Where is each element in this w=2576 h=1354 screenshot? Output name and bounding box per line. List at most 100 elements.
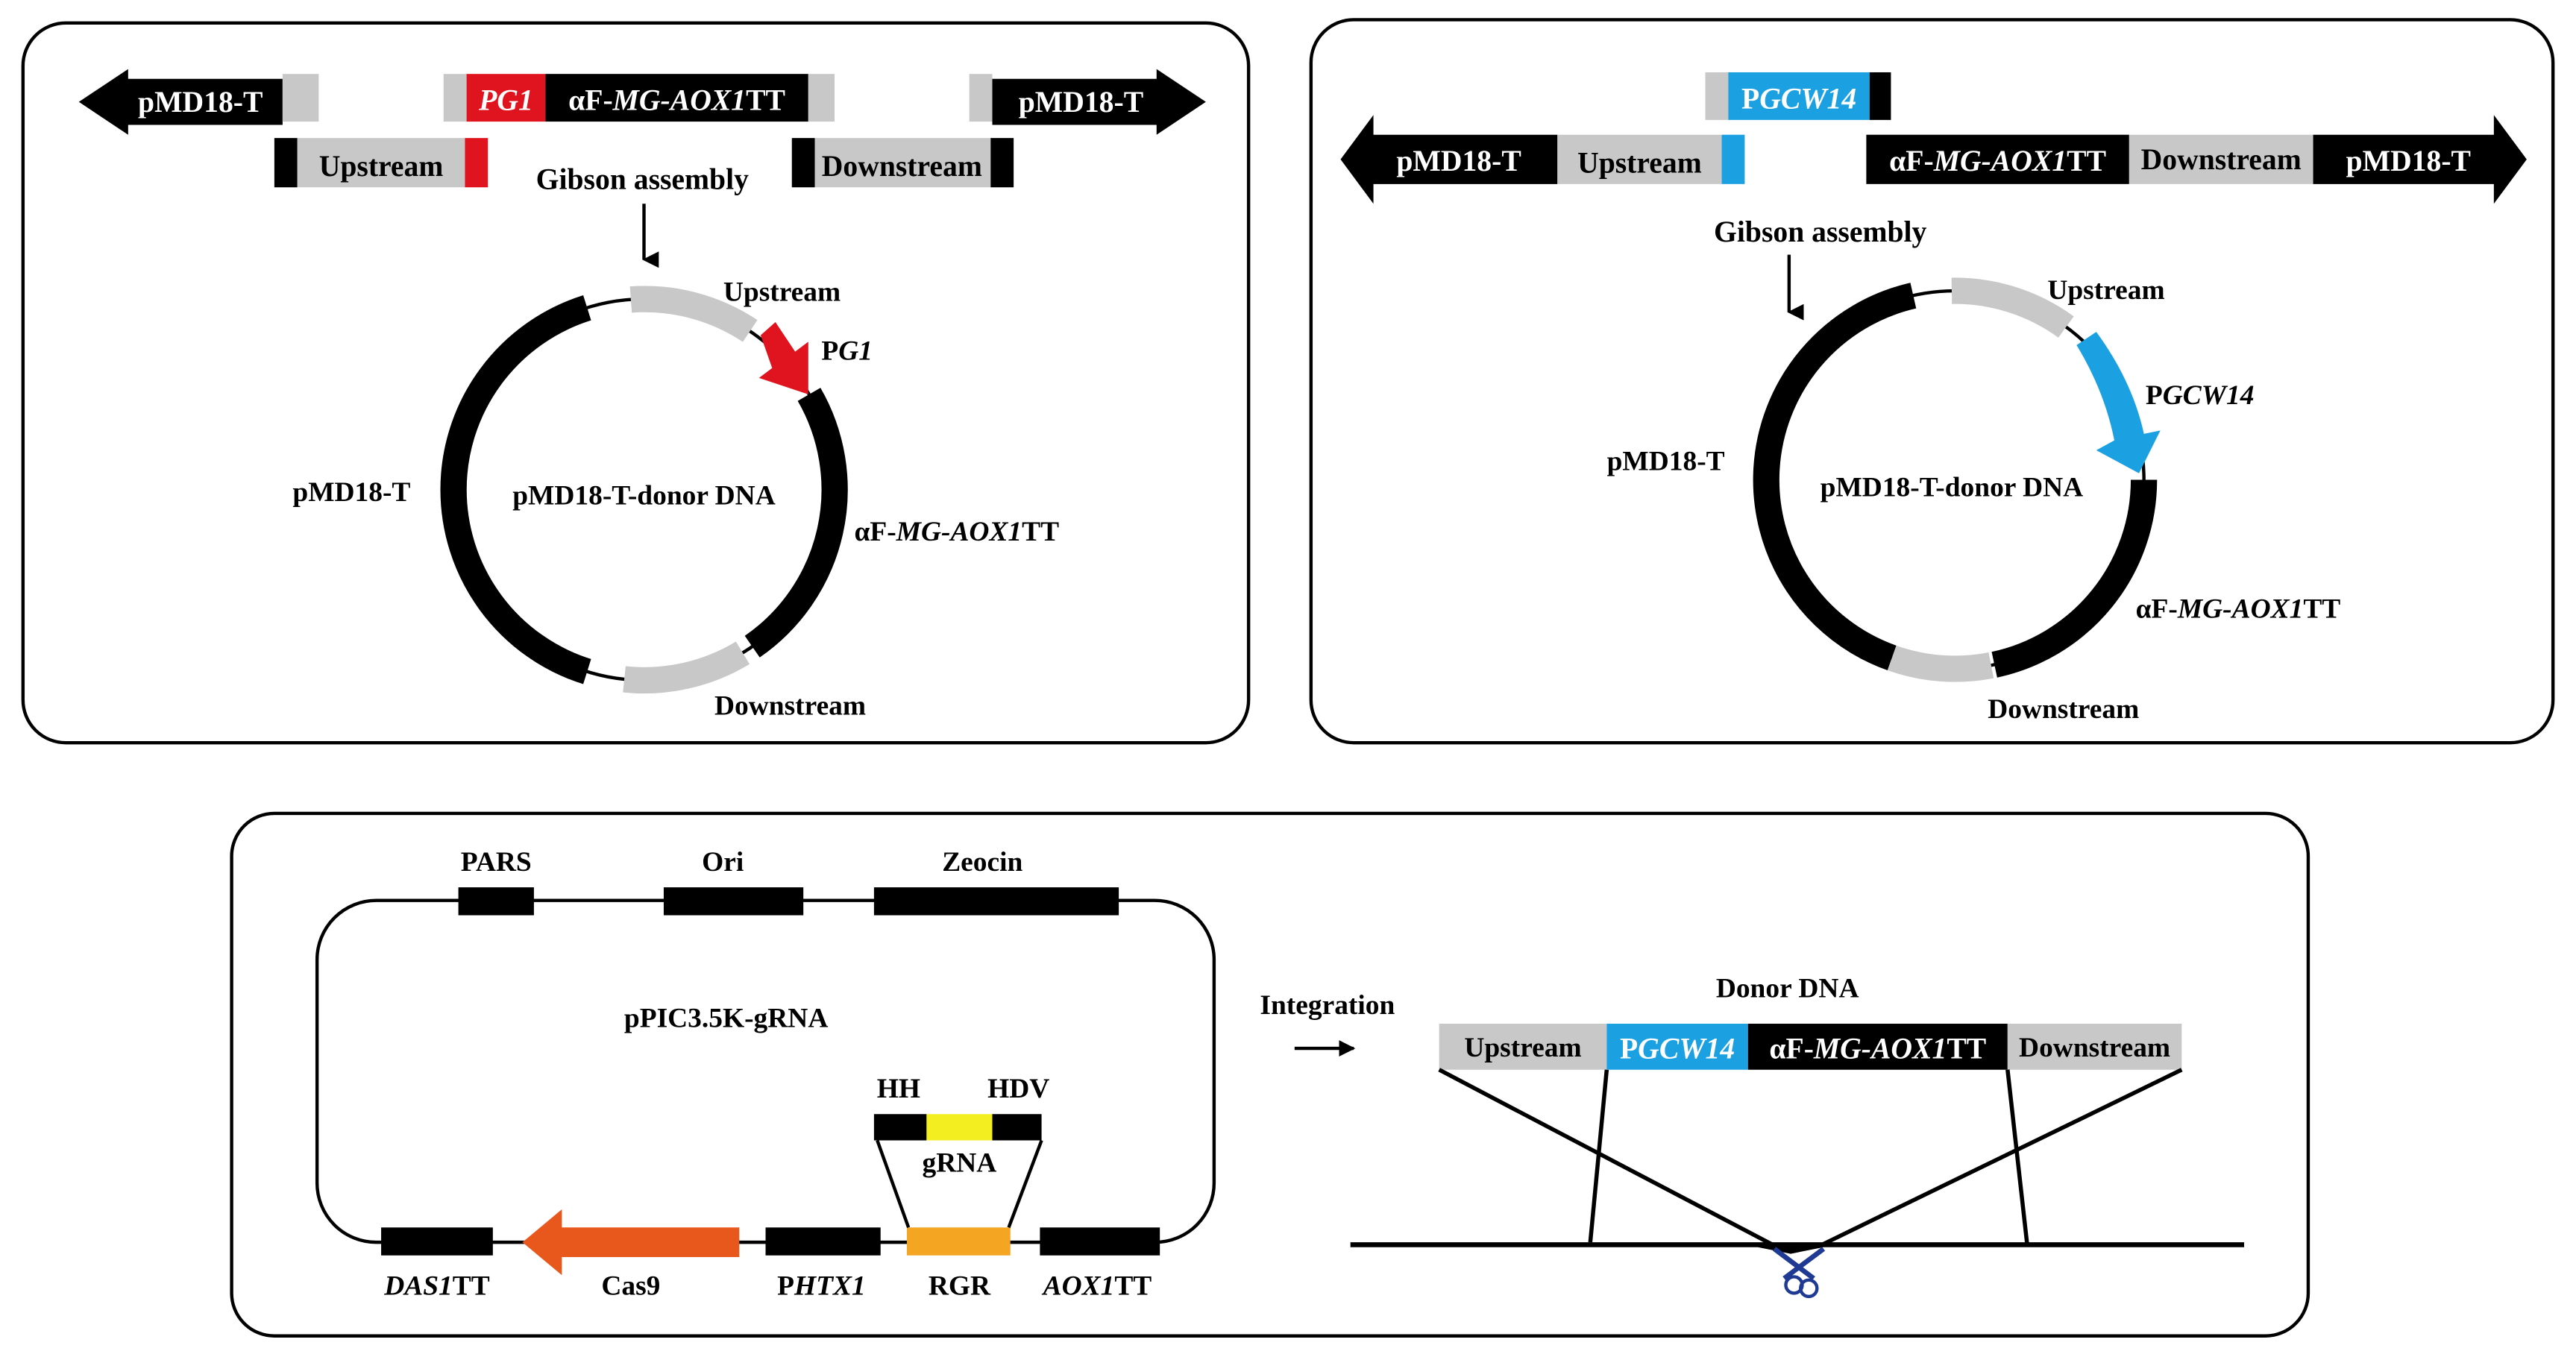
donor-upstream-box — [1439, 1024, 1607, 1070]
panel-1-frame — [21, 21, 1251, 745]
pg1-box — [466, 74, 546, 122]
zeocin-label: Zeocin — [942, 847, 1022, 878]
pmd18t-left-overhang — [282, 74, 319, 122]
upstream-label: Upstream — [319, 150, 444, 183]
circle2-af-segment — [1991, 479, 2158, 678]
donor-dna-label: Donor DNA — [1716, 974, 1859, 1004]
circle-upstream-label: Upstream — [723, 277, 841, 307]
upstream-cap-left — [274, 138, 298, 188]
circle-downstream-segment — [623, 641, 750, 694]
circle2-pmd18t-segment — [1753, 283, 1917, 671]
hdv-element — [992, 1114, 1042, 1141]
af-overhang — [808, 74, 835, 122]
donor-upstream-label: Upstream — [1464, 1033, 1581, 1063]
circle2-pgcw14-label: PGCW14 — [2146, 380, 2255, 411]
panel-2-frame — [1309, 18, 2555, 745]
pmd18t-left-arrow-2 — [1340, 115, 1558, 204]
phtx1-element — [765, 1227, 881, 1256]
plasmid-circle-2 — [1753, 277, 2161, 682]
upstream-cap-right — [465, 138, 489, 188]
plasmid-name-label: pPIC3.5K-gRNA — [624, 1003, 828, 1033]
zoom-line-right — [1007, 1139, 1043, 1229]
af-mg-aox1tt-box-label: αF-MG-AOX1TT — [568, 84, 785, 117]
pgcw14-overhang — [1705, 72, 1729, 120]
downstream-cap-left — [791, 138, 815, 188]
homology-line-3 — [2005, 1069, 2029, 1246]
upstream-box — [297, 138, 465, 188]
aox1tt-element — [1040, 1227, 1160, 1256]
zoom-line-left — [876, 1139, 911, 1229]
homology-line-2 — [1588, 1069, 1609, 1243]
pmd18t-right-label: pMD18-T — [1019, 86, 1143, 119]
ori-label: Ori — [702, 847, 744, 878]
homology-line-4 — [1819, 1068, 2183, 1248]
circle-pmd18t-label: pMD18-T — [292, 477, 410, 508]
genome-locus-line — [1350, 1242, 2245, 1254]
downstream-box — [814, 138, 991, 188]
aox1tt-label: AOX1TT — [1042, 1271, 1152, 1302]
af-box-label-2: αF-MG-AOX1TT — [1889, 145, 2106, 177]
downstream-box-2 — [2129, 134, 2313, 184]
af-box-2 — [1866, 134, 2129, 184]
pmd18t-right-arrow-2 — [2313, 115, 2527, 204]
circle2-downstream-label: Downstream — [1988, 694, 2139, 725]
pmd18t-right-label-2: pMD18-T — [2346, 145, 2471, 177]
circle-pg1-label: PG1 — [821, 336, 873, 367]
cas9-label: Cas9 — [601, 1271, 660, 1302]
panel-3-frame — [230, 811, 2310, 1338]
das1tt-element — [381, 1227, 493, 1256]
phtx1-label: PHTX1 — [777, 1271, 866, 1302]
circle-af-segment — [744, 388, 848, 658]
homology-line-1 — [1438, 1068, 1776, 1247]
circle-downstream-label: Downstream — [714, 691, 866, 722]
circle-upstream-segment — [629, 286, 758, 342]
panel-pgcw14-construct: PGCW14 pMD18-T Upstream αF-MG-AOX1TT Dow… — [1309, 18, 2555, 745]
pmd18t-right-arrow — [992, 69, 1206, 135]
scissors-icon — [1773, 1247, 1826, 1299]
pars-element — [458, 887, 534, 916]
downstream-cap-right — [990, 138, 1014, 188]
rgr-element — [906, 1227, 1011, 1256]
circle2-downstream-segment — [1887, 645, 1994, 682]
circle2-upstream-segment — [1951, 277, 2074, 338]
donor-pgcw14-box — [1606, 1024, 1748, 1070]
af-mg-aox1tt-box — [545, 74, 808, 122]
circle2-center-label: pMD18-T-donor DNA — [1821, 473, 2084, 503]
donor-downstream-box — [2007, 1024, 2182, 1070]
pars-label: PARS — [461, 847, 532, 878]
hh-element — [873, 1114, 927, 1141]
pmd18t-left-arrow — [78, 69, 283, 135]
pg1-box-label: PG1 — [478, 84, 533, 117]
donor-af-box — [1747, 1024, 2008, 1070]
hdv-label: HDV — [987, 1074, 1049, 1104]
pg1-overhang — [443, 74, 467, 122]
circle-pg1-arrow — [758, 321, 808, 394]
pgcw14-box — [1728, 72, 1870, 120]
upstream-label-2: Upstream — [1577, 146, 1702, 179]
grna-label: gRNA — [923, 1147, 997, 1178]
pmd18t-left-label: pMD18-T — [138, 86, 263, 119]
donor-pgcw14-label: PGCW14 — [1620, 1032, 1735, 1065]
circle-af-label: αF-MG-AOX1TT — [854, 517, 1059, 547]
ppic35k-grna-backbone — [315, 898, 1216, 1244]
downstream-label: Downstream — [822, 150, 982, 183]
panel-crispr-integration: PARS Ori Zeocin pPIC3.5K-gRNA DAS1TT Cas… — [230, 811, 2310, 1338]
pmd18t-left-label-2: pMD18-T — [1396, 145, 1521, 177]
panel-pg1-construct: pMD18-T PG1 αF-MG-AOX1TT pMD18-T Upstrea… — [21, 21, 1251, 745]
donor-af-label: αF-MG-AOX1TT — [1769, 1032, 1986, 1065]
cas9-arrow — [522, 1209, 740, 1276]
gibson-assembly-label: Gibson assembly — [536, 163, 749, 195]
circle-pmd18t-segment — [440, 295, 591, 684]
circle2-pmd18t-label: pMD18-T — [1607, 446, 1725, 476]
circle2-pgcw14-arrow — [2076, 332, 2161, 473]
pgcw14-box-label: PGCW14 — [1741, 82, 1856, 115]
pmd18t-right-overhang — [969, 74, 993, 122]
hh-label: HH — [877, 1074, 920, 1104]
rgr-label: RGR — [929, 1271, 991, 1302]
grna-element — [926, 1114, 993, 1141]
pgcw14-cap — [1869, 72, 1891, 120]
das1tt-label: DAS1TT — [383, 1271, 489, 1302]
integration-label: Integration — [1260, 990, 1395, 1021]
gibson-assembly-label-2: Gibson assembly — [1714, 215, 1926, 248]
